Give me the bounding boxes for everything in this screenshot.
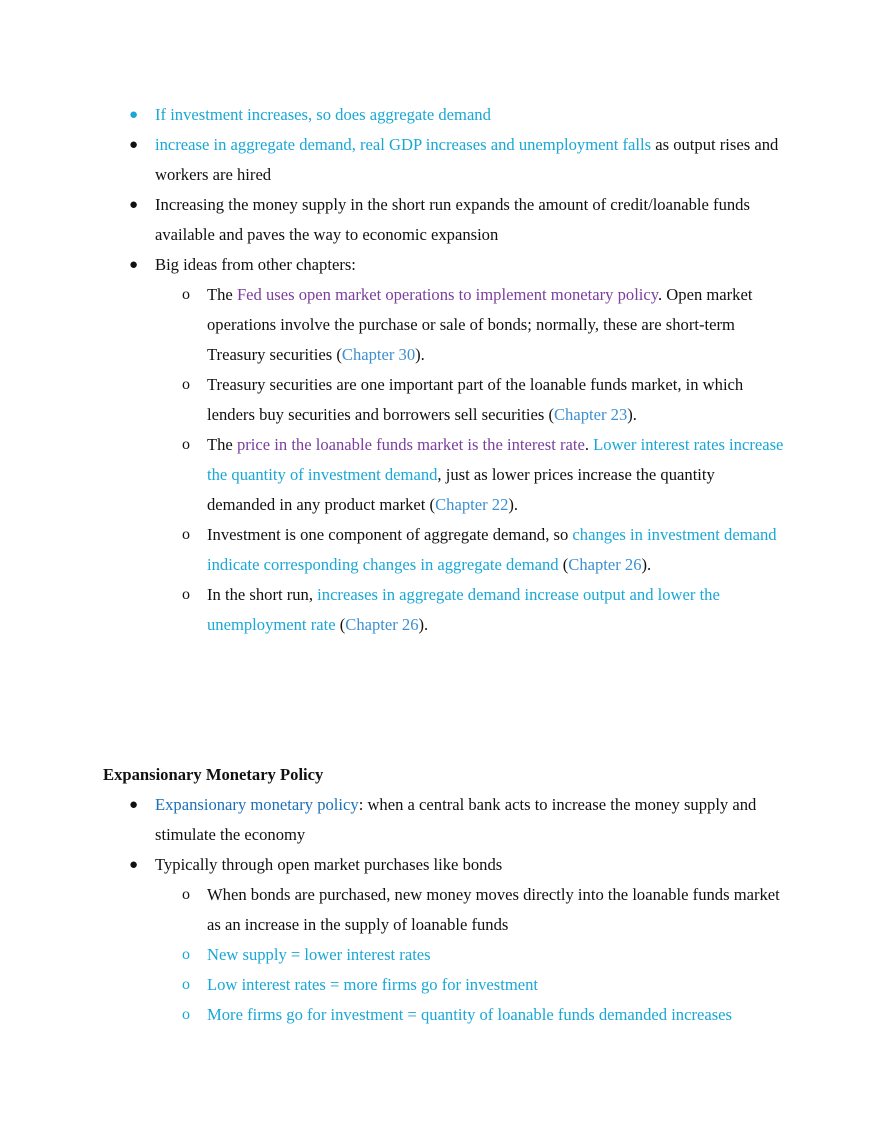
item-text: Typically through open market purchases …	[155, 855, 503, 874]
highlight-text: increases in aggregate demand increase o…	[207, 585, 720, 634]
item-text: The	[207, 285, 237, 304]
sub-list-item: o New supply = lower interest rates	[182, 940, 787, 970]
hollow-bullet-icon: o	[182, 586, 190, 603]
hollow-bullet-icon: o	[182, 946, 190, 963]
highlight-text: price in the loanable funds market is th…	[236, 435, 585, 454]
item-text: Increasing the money supply in the short…	[155, 195, 750, 244]
chapter-reference: Chapter 22	[435, 495, 509, 514]
item-text: The	[207, 435, 237, 454]
item-text: Treasury securities are one important pa…	[207, 375, 744, 424]
item-text: . Open market operations involve the pur…	[207, 285, 753, 364]
item-text: ).	[418, 615, 429, 634]
item-text: .	[584, 435, 594, 454]
item-text: Big ideas from other chapters:	[155, 255, 356, 274]
item-text: If investment increases, so does aggrega…	[155, 105, 491, 124]
item-text: : when a central bank acts to increase t…	[155, 795, 757, 844]
term-text: Expansionary monetary policy	[155, 795, 359, 814]
sub-list-item: o Treasury securities are one important …	[182, 370, 787, 430]
bullet-icon: ●	[129, 857, 139, 873]
section-2-list: ● Expansionary monetary policy: when a c…	[0, 790, 880, 1030]
bullet-icon: ●	[129, 107, 139, 123]
section-1-list: ● If investment increases, so does aggre…	[0, 100, 880, 640]
hollow-bullet-icon: o	[182, 886, 190, 903]
chapter-reference: Chapter 23	[553, 405, 628, 424]
item-text: ).	[627, 405, 637, 424]
list-item: ● Big ideas from other chapters:	[129, 250, 785, 280]
sub-list-item: o More firms go for investment = quantit…	[182, 1000, 787, 1030]
hollow-bullet-icon: o	[182, 976, 190, 993]
list-item: ● Typically through open market purchase…	[129, 850, 785, 880]
highlight-text: Fed uses open market operations to imple…	[236, 285, 658, 304]
hollow-bullet-icon: o	[182, 376, 190, 393]
item-text: ).	[641, 555, 652, 574]
hollow-bullet-icon: o	[182, 286, 190, 303]
sub-list-item: o Investment is one component of aggrega…	[182, 520, 787, 580]
item-text: Low interest rates = more firms go for i…	[207, 975, 539, 994]
bullet-icon: ●	[129, 197, 139, 213]
sub-list-item: o Low interest rates = more firms go for…	[182, 970, 787, 1000]
item-text: (	[335, 615, 346, 634]
item-text: ).	[415, 345, 425, 364]
list-item: ● Expansionary monetary policy: when a c…	[129, 790, 785, 850]
highlight-text: changes in investment demand indicate co…	[207, 525, 777, 574]
sub-list-item: o When bonds are purchased, new money mo…	[182, 880, 787, 940]
bullet-icon: ●	[129, 137, 139, 153]
bullet-icon: ●	[129, 797, 139, 813]
bullet-icon: ●	[129, 257, 139, 273]
item-text: More firms go for investment = quantity …	[207, 1005, 733, 1024]
sub-list-item: o The Fed uses open market operations to…	[182, 280, 787, 370]
list-item: ● Increasing the money supply in the sho…	[129, 190, 785, 250]
item-text: Investment is one component of aggregate…	[207, 525, 573, 544]
chapter-reference: Chapter 26	[345, 615, 419, 634]
item-text: When bonds are purchased, new money move…	[207, 885, 780, 934]
chapter-reference: Chapter 26	[568, 555, 642, 574]
item-text: (	[558, 555, 569, 574]
item-text: ).	[508, 495, 519, 514]
chapter-reference: Chapter 30	[341, 345, 416, 364]
sub-list-item: o In the short run, increases in aggrega…	[182, 580, 787, 640]
sub-list-item: o The price in the loanable funds market…	[182, 430, 787, 520]
section-heading: Expansionary Monetary Policy	[103, 765, 324, 784]
item-text: , just as lower prices increase the quan…	[207, 465, 715, 514]
highlight-text: Lower interest rates increase the quanti…	[207, 435, 784, 484]
item-text: New supply = lower interest rates	[207, 945, 431, 964]
item-text: In the short run,	[207, 585, 318, 604]
list-item: ● increase in aggregate demand, real GDP…	[129, 130, 785, 190]
hollow-bullet-icon: o	[182, 1006, 190, 1023]
list-item: ● If investment increases, so does aggre…	[129, 100, 785, 130]
item-text: as output rises and workers are hired	[155, 135, 779, 184]
hollow-bullet-icon: o	[182, 436, 190, 453]
highlight-text: increase in aggregate demand, real GDP i…	[155, 135, 652, 154]
hollow-bullet-icon: o	[182, 526, 190, 543]
